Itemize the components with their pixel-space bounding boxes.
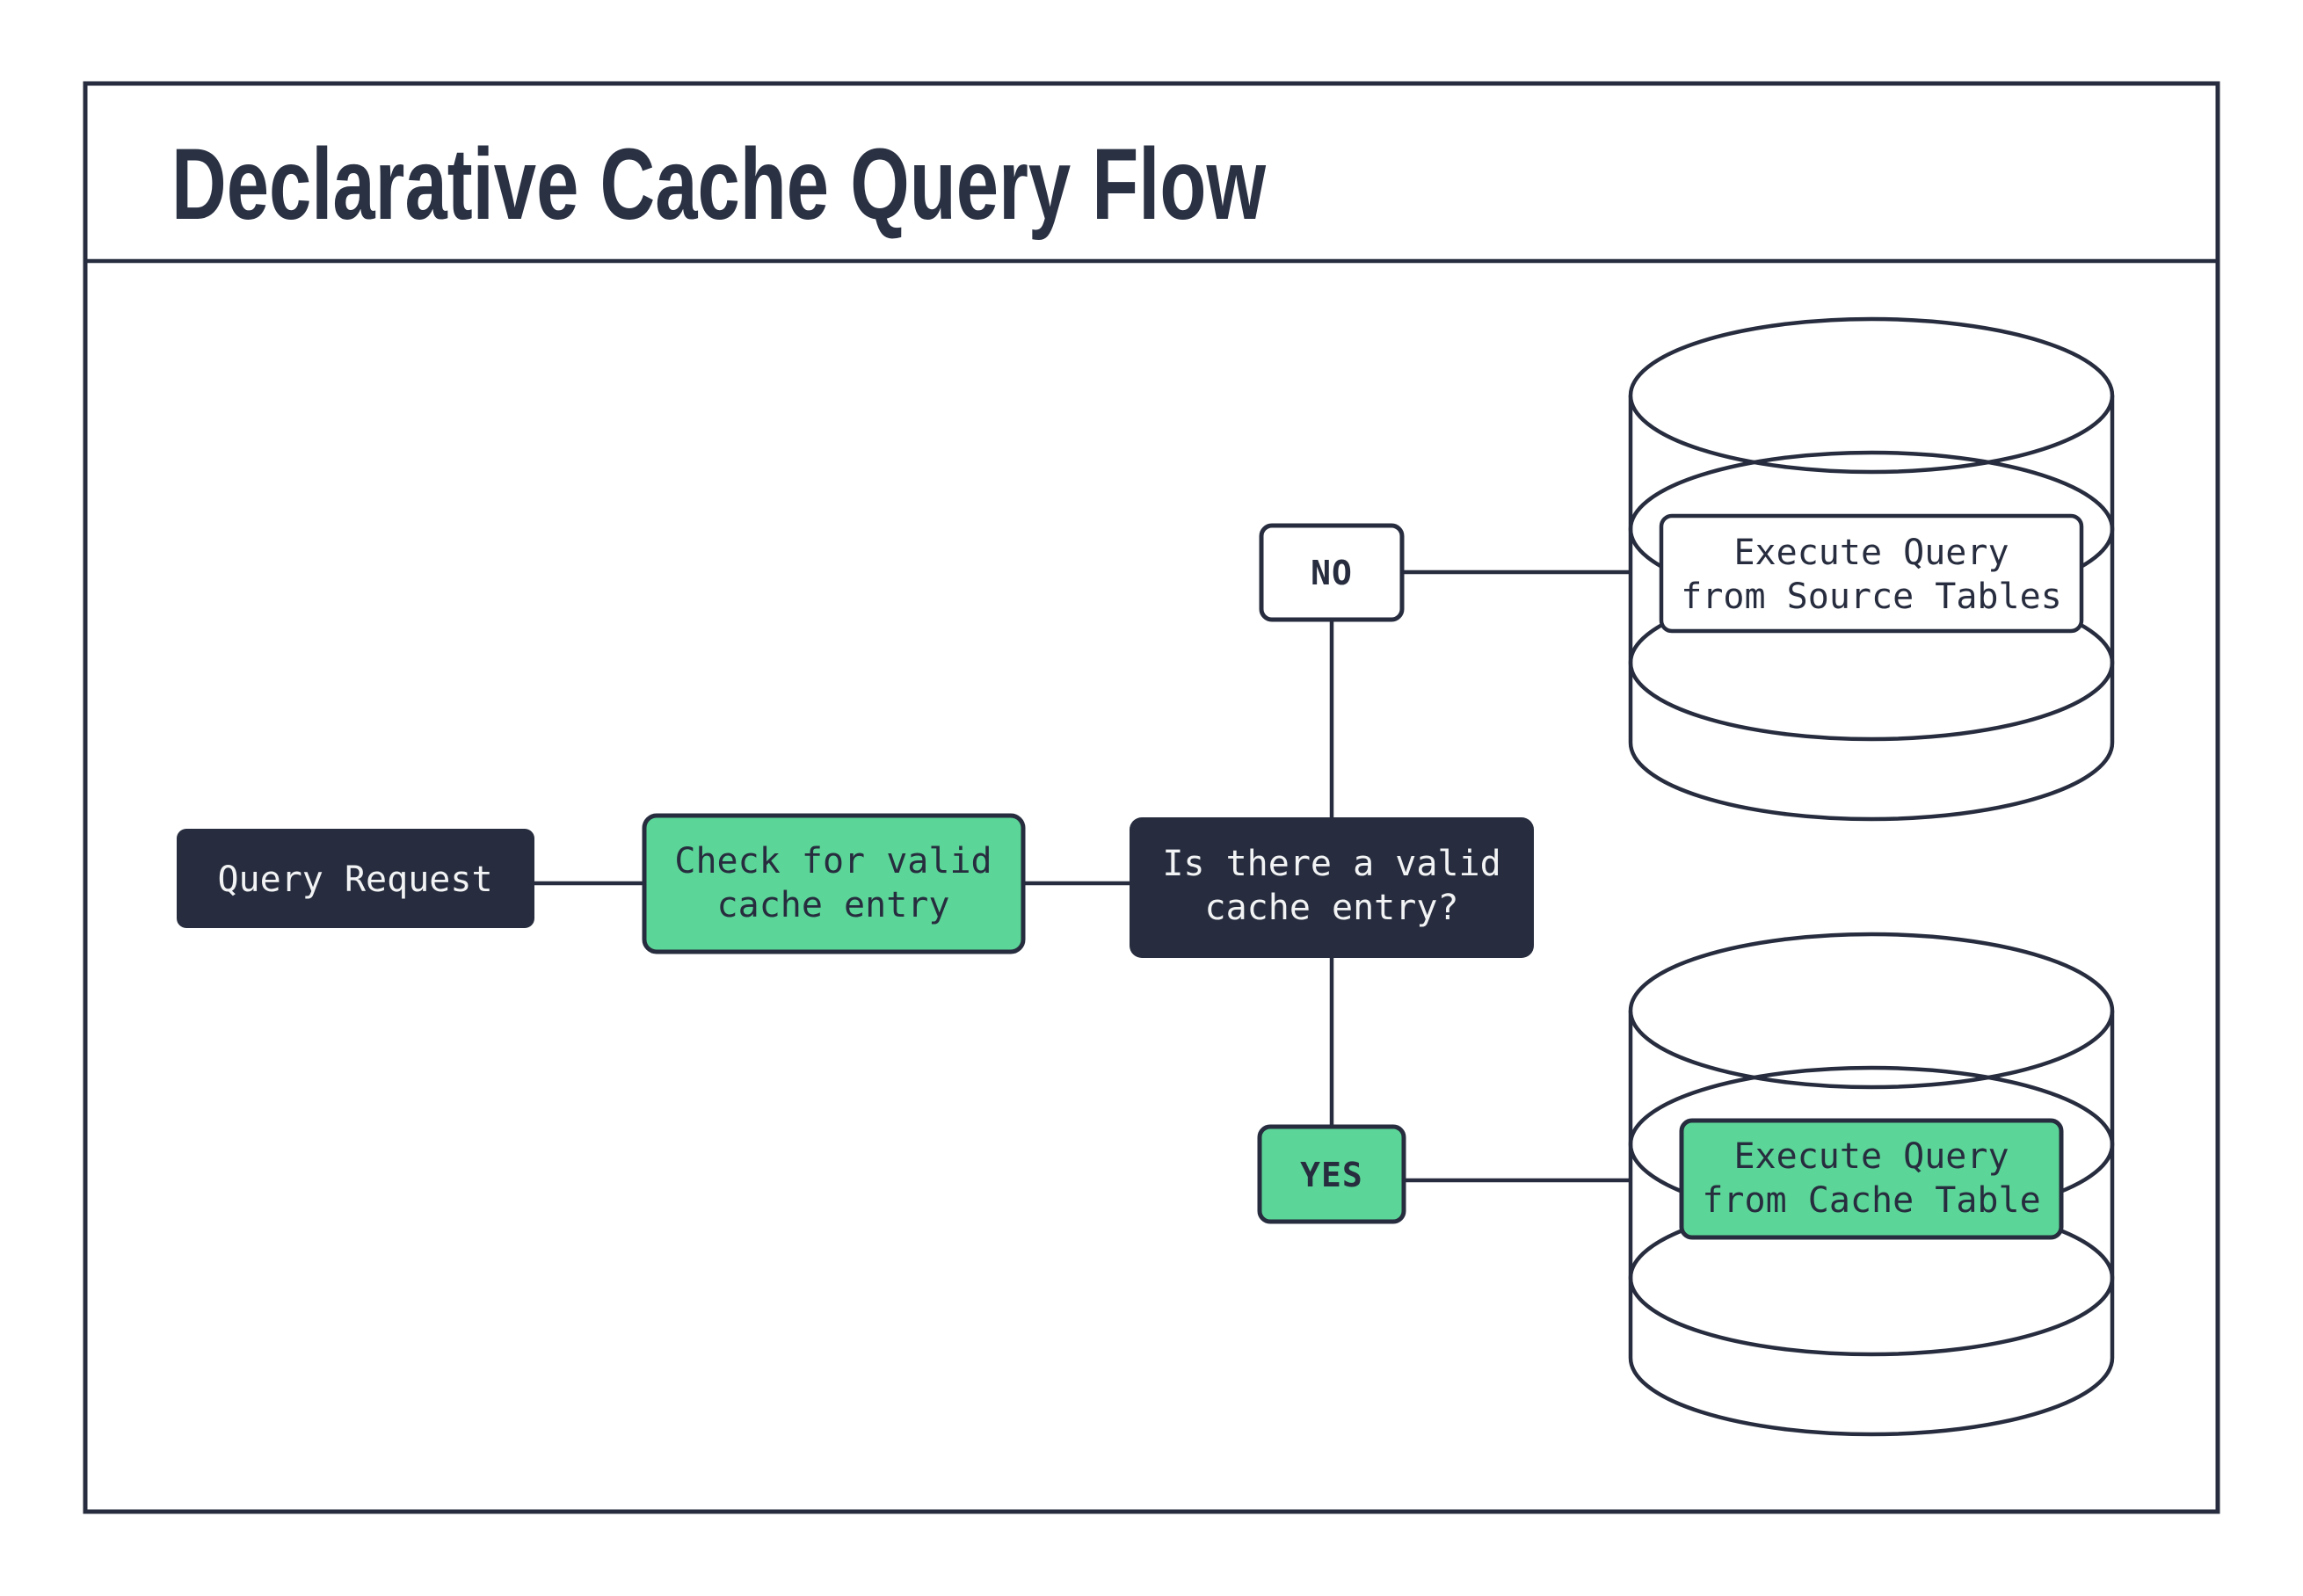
query-request-label: Query Request — [217, 860, 492, 900]
branch-no-label: NO — [1311, 554, 1353, 592]
database-icon-source: Execute Query from Source Tables — [1628, 316, 2115, 822]
check-cache-box — [642, 813, 1026, 954]
cache-db-label-box — [1679, 1118, 2064, 1240]
decision-label-line1: Is there a valid — [1162, 844, 1500, 884]
branch-no-box — [1259, 523, 1405, 622]
flow-node-check-cache: Check for valid cache entry — [642, 813, 1026, 954]
query-request-box — [177, 829, 534, 928]
page-title: Declarative Cache Query Flow — [171, 128, 1266, 241]
cache-db-label-line2: from Cache Table — [1702, 1180, 2040, 1221]
connector-lines — [534, 569, 1631, 1183]
decision-label-line2: cache entry? — [1205, 888, 1459, 928]
branch-yes-box — [1257, 1124, 1406, 1224]
cylinder-disk — [1628, 932, 2115, 1090]
decision-box — [1130, 817, 1534, 958]
cylinder-body — [1628, 395, 2115, 822]
source-db-label-line2: from Source Tables — [1681, 577, 2061, 617]
flow-node-branch-no: NO — [1259, 523, 1405, 622]
cylinder-disk — [1628, 316, 2115, 475]
check-cache-label-line1: Check for valid — [674, 841, 992, 881]
flow-node-branch-yes: YES — [1257, 1124, 1406, 1224]
branch-yes-label: YES — [1300, 1156, 1363, 1194]
check-cache-label-line2: cache entry — [717, 885, 950, 925]
database-icon-cache: Execute Query from Cache Table — [1628, 932, 2115, 1437]
flow-node-query-request: Query Request — [177, 829, 534, 928]
flow-node-decision: Is there a valid cache entry? — [1130, 817, 1534, 958]
diagram-frame — [83, 81, 2220, 1514]
cylinder-body — [1628, 1011, 2115, 1437]
source-db-label-box — [1659, 513, 2084, 634]
cache-db-label-line1: Execute Query — [1733, 1136, 2009, 1177]
source-db-label-line1: Execute Query — [1733, 533, 2009, 573]
